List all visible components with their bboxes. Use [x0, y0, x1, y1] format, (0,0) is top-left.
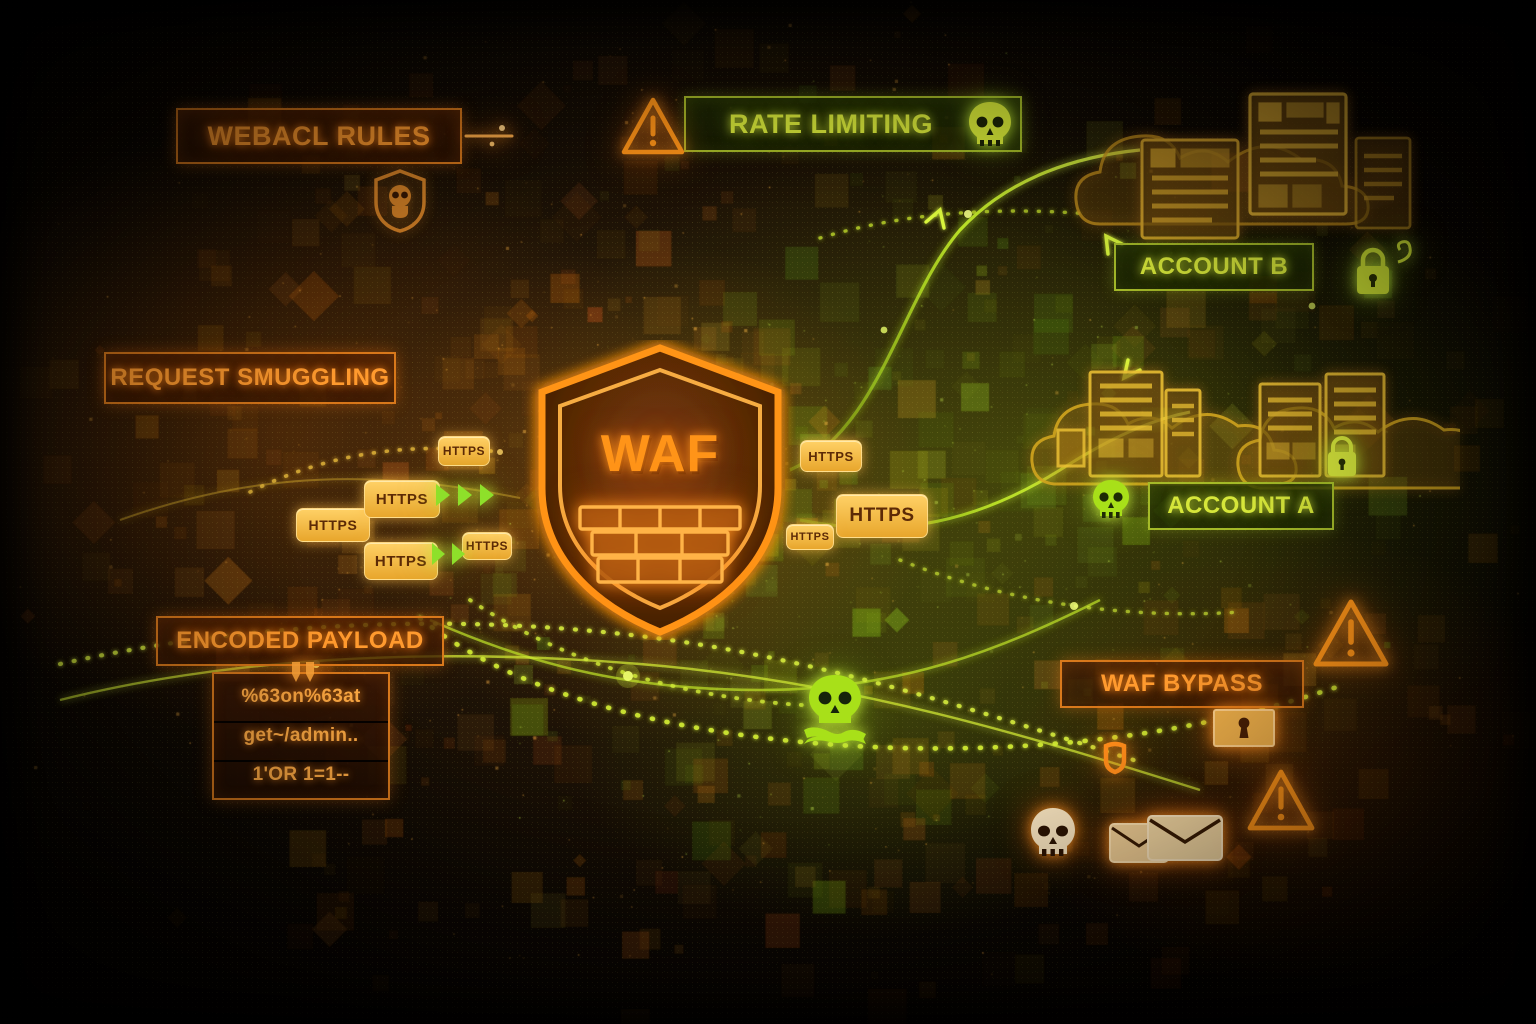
chevron-right-icon — [432, 543, 465, 565]
spark-dash-icon — [464, 125, 514, 147]
label-account-a[interactable]: ACCOUNT A — [1148, 482, 1334, 530]
shield-outline-icon — [538, 344, 782, 636]
payload-line: %63on%63at — [241, 685, 361, 707]
encoded-payload-code-box: %63on%63at get~/admin.. 1'OR 1=1-- — [212, 672, 390, 800]
key-icon — [1396, 240, 1412, 264]
https-packet-right[interactable]: HTTPS — [800, 440, 862, 472]
lock-icon — [1328, 436, 1356, 476]
warning-triangle-icon — [1313, 599, 1389, 667]
label-account-b[interactable]: ACCOUNT B — [1114, 243, 1314, 291]
https-packet-right[interactable]: HTTPS — [786, 524, 834, 550]
envelope-icon — [1109, 815, 1223, 863]
connector-tab-icon — [292, 662, 314, 682]
waf-shield[interactable]: WAF — [524, 340, 796, 640]
brick-wall-icon — [578, 505, 742, 584]
label-request-smuggling[interactable]: REQUEST SMUGGLING — [104, 352, 396, 404]
waf-shield-label: WAF — [600, 425, 720, 483]
skull-icon — [1093, 480, 1129, 518]
shield-skull-icon — [374, 169, 426, 233]
https-packet-left[interactable]: HTTPS — [364, 542, 438, 580]
label-waf-bypass[interactable]: WAF BYPASS — [1060, 660, 1304, 708]
payload-line: 1'OR 1=1-- — [214, 760, 388, 788]
warning-triangle-icon — [621, 97, 685, 155]
warning-triangle-icon — [1247, 769, 1315, 831]
https-packet-left[interactable]: HTTPS — [438, 436, 490, 466]
https-packet-left[interactable]: HTTPS — [364, 480, 440, 518]
skull-icon — [969, 102, 1011, 146]
label-webacl-rules[interactable]: WEBACL RULES — [176, 108, 462, 164]
https-packet-right[interactable]: HTTPS — [836, 494, 928, 538]
lock-icon — [1357, 247, 1389, 294]
https-packet-left[interactable]: HTTPS — [296, 508, 370, 542]
label-encoded-payload[interactable]: ENCODED PAYLOAD — [156, 616, 444, 666]
skull-icon — [1031, 808, 1075, 856]
shield-badge-icon — [1103, 741, 1127, 775]
chevron-right-icon — [436, 484, 494, 506]
skull-crossbones-icon — [804, 675, 866, 744]
payload-line: get~/admin.. — [214, 720, 388, 749]
keyhole-card-icon — [1213, 709, 1275, 747]
